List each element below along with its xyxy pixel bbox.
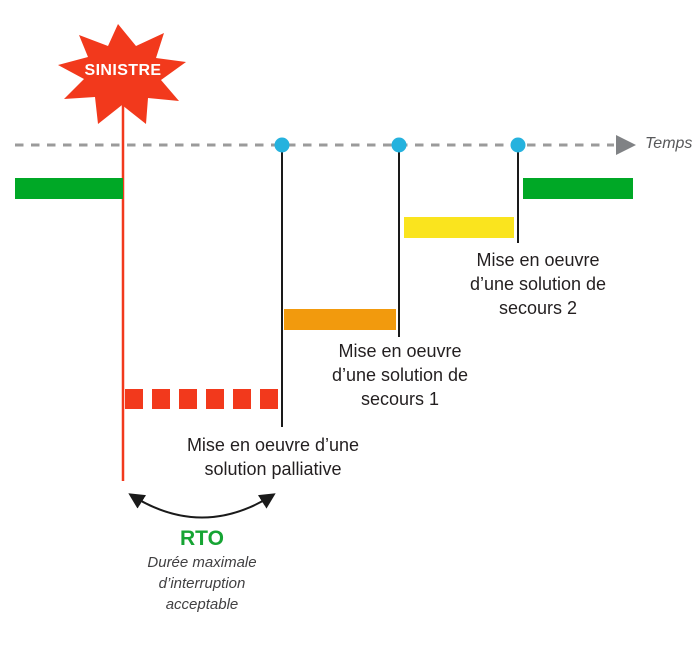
- normal-operation-bar-left: [15, 178, 123, 199]
- label-line: secours 1: [360, 389, 440, 409]
- label-backup-solution-1: Mise en oeuvre d’une solution de secours…: [300, 339, 500, 411]
- rto-subtitle-line: acceptable: [165, 596, 239, 613]
- label-line: Mise en oeuvre: [476, 250, 600, 270]
- label-line: Mise en oeuvre: [338, 341, 462, 361]
- label-palliative-solution: Mise en oeuvre d’une solution palliative: [158, 433, 388, 481]
- sinistre-burst-icon: [58, 24, 186, 124]
- label-backup-solution-2: Mise en oeuvre d’une solution de secours…: [438, 248, 638, 320]
- label-line: d’une solution de: [331, 365, 469, 385]
- label-line: d’une solution de: [469, 274, 607, 294]
- rto-title: RTO: [180, 527, 224, 550]
- label-line: solution palliative: [204, 459, 342, 479]
- event-dot-2: [391, 137, 407, 153]
- rto-span-arrow: [128, 493, 276, 519]
- event-dot-1: [274, 137, 290, 153]
- backup-solution-2-bar: [404, 217, 514, 238]
- event-dot-3: [510, 137, 526, 153]
- sinistre-label: SINISTRE: [84, 62, 162, 79]
- timeline-arrow-icon: [616, 135, 636, 155]
- label-line: secours 2: [498, 298, 578, 318]
- rto-subtitle-line: Durée maximale: [147, 554, 257, 571]
- rto-subtitle: Durée maximale d’interruption acceptable: [112, 552, 292, 615]
- backup-solution-1-bar: [284, 309, 396, 330]
- rto-subtitle-line: d’interruption: [158, 575, 246, 592]
- temps-axis-label: Temps: [645, 135, 693, 152]
- normal-operation-bar-right: [523, 178, 633, 199]
- label-line: Mise en oeuvre d’une: [186, 435, 360, 455]
